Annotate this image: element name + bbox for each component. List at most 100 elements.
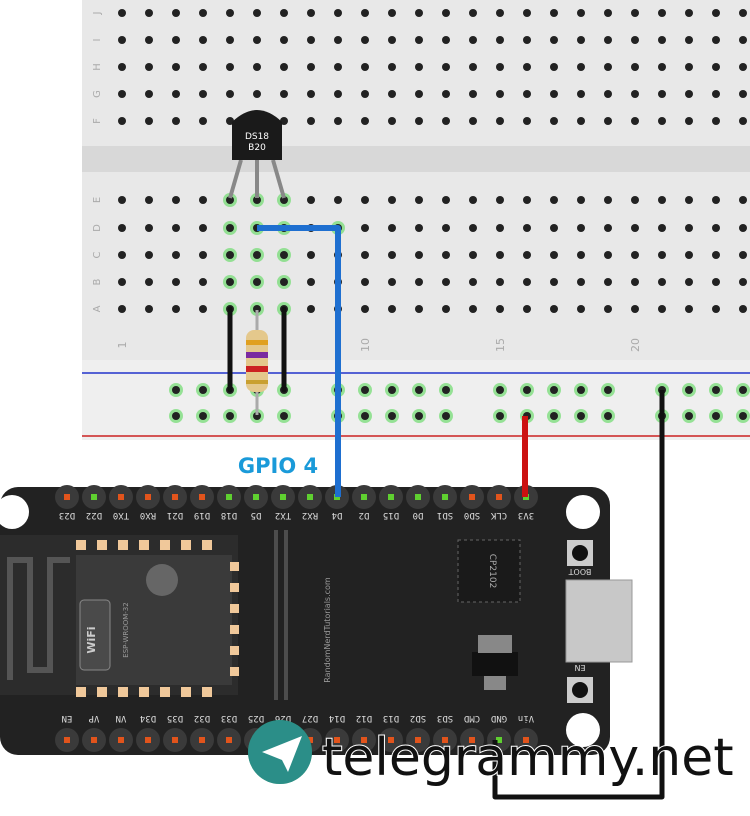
breadboard-hole — [469, 224, 477, 232]
boot-label: BOOT — [568, 567, 591, 576]
vendor-text: RandomNerdTutorials.com — [323, 577, 332, 683]
breadboard-hole — [631, 305, 639, 313]
rail-hole — [361, 386, 369, 394]
breadboard-hole — [334, 90, 342, 98]
pin-label: SD3 — [437, 713, 453, 723]
breadboard-hole — [172, 251, 180, 259]
breadboard-hole — [739, 36, 747, 44]
pin-sd2 — [415, 737, 421, 743]
breadboard-hole — [334, 36, 342, 44]
breadboard-hole — [577, 251, 585, 259]
breadboard-hole — [712, 305, 720, 313]
pin-label: RX0 — [140, 510, 156, 520]
pin-d35 — [172, 737, 178, 743]
breadboard-hole — [496, 224, 504, 232]
breadboard-hole — [739, 196, 747, 204]
breadboard-hole — [604, 36, 612, 44]
breadboard-hole — [199, 224, 207, 232]
pin-label: D0 — [413, 510, 424, 520]
breadboard-hole — [199, 9, 207, 17]
breadboard-hole — [577, 224, 585, 232]
breadboard-hole — [334, 117, 342, 125]
pin-gnd — [496, 737, 502, 743]
gpio-label: GPIO 4 — [238, 454, 318, 478]
pin-label: D22 — [86, 510, 102, 520]
breadboard-hole — [685, 278, 693, 286]
breadboard-hole — [280, 63, 288, 71]
pin-d12 — [361, 737, 367, 743]
pin-label: D26 — [275, 713, 291, 723]
breadboard-hole — [442, 117, 450, 125]
breadboard-hole — [469, 63, 477, 71]
breadboard-hole — [631, 196, 639, 204]
breadboard-hole — [226, 63, 234, 71]
module-label: ESP-WROOM-32 — [122, 602, 130, 657]
breadboard-hole — [739, 251, 747, 259]
pullup-resistor — [246, 310, 268, 415]
pin-d21 — [172, 494, 178, 500]
breadboard-hole — [388, 36, 396, 44]
breadboard-hole — [739, 224, 747, 232]
breadboard-hole — [307, 305, 315, 313]
sensor-label-2: B20 — [248, 143, 266, 153]
breadboard-hole — [199, 36, 207, 44]
pin-label: CLK — [490, 510, 507, 520]
breadboard-hole — [604, 278, 612, 286]
breadboard-hole — [604, 9, 612, 17]
rail-hole — [388, 386, 396, 394]
voltage-regulator — [472, 652, 518, 676]
breadboard-hole — [685, 36, 693, 44]
breadboard-hole — [631, 36, 639, 44]
pin-d27 — [307, 737, 313, 743]
breadboard-hole — [685, 251, 693, 259]
row-label: E — [92, 197, 103, 203]
pin-label: SD0 — [464, 510, 480, 520]
breadboard-hole — [658, 36, 666, 44]
rail-hole — [604, 412, 612, 420]
breadboard-hole — [577, 305, 585, 313]
breadboard-hole — [739, 305, 747, 313]
breadboard-hole — [442, 224, 450, 232]
breadboard-hole — [388, 117, 396, 125]
breadboard-hole — [604, 196, 612, 204]
breadboard-hole — [118, 9, 126, 17]
breadboard-hole — [442, 251, 450, 259]
row-label: H — [92, 63, 103, 71]
en-label: EN — [574, 663, 585, 672]
breadboard-hole — [361, 196, 369, 204]
breadboard-hole — [388, 90, 396, 98]
breadboard-hole — [523, 278, 531, 286]
pin-clk — [496, 494, 502, 500]
breadboard-hole — [712, 117, 720, 125]
breadboard-hole — [388, 63, 396, 71]
rail-hole — [415, 386, 423, 394]
breadboard-hole — [658, 196, 666, 204]
breadboard-hole — [388, 196, 396, 204]
breadboard-hole — [739, 90, 747, 98]
pin-tx2 — [280, 494, 286, 500]
pin-label: D21 — [167, 510, 183, 520]
breadboard-hole — [172, 63, 180, 71]
breadboard-hole — [469, 196, 477, 204]
row-label: F — [92, 118, 103, 124]
breadboard-hole — [604, 63, 612, 71]
breadboard-hole — [469, 305, 477, 313]
breadboard-hole — [496, 196, 504, 204]
breadboard-hole — [712, 278, 720, 286]
breadboard-hole — [712, 196, 720, 204]
breadboard-hole — [658, 305, 666, 313]
breadboard-hole — [550, 251, 558, 259]
column-number: 1 — [116, 342, 129, 349]
pin-label: D18 — [221, 510, 237, 520]
breadboard-hole — [631, 278, 639, 286]
breadboard-hole — [253, 63, 261, 71]
pin-label: D5 — [251, 510, 262, 520]
pin-label: CMD — [464, 713, 480, 723]
rail-hole — [199, 412, 207, 420]
pin-label: D25 — [248, 713, 264, 723]
row-label: G — [92, 90, 103, 98]
breadboard-hole — [496, 305, 504, 313]
paper-plane-icon — [262, 736, 302, 772]
breadboard-hole — [361, 36, 369, 44]
breadboard-hole — [523, 117, 531, 125]
